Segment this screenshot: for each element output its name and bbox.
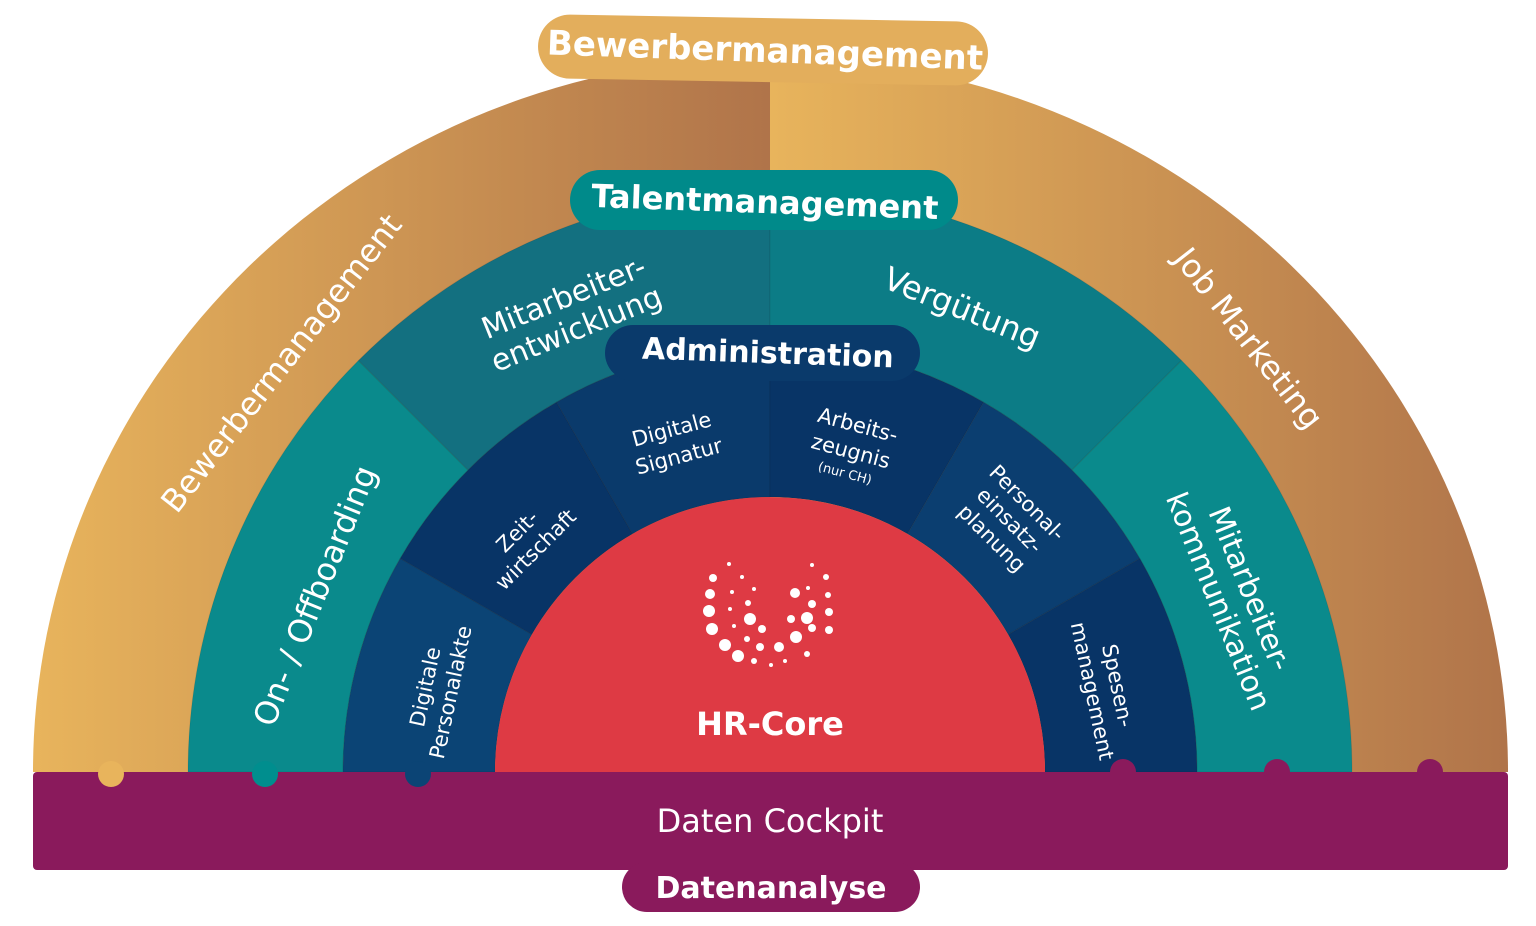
hr-core[interactable] <box>495 497 1045 772</box>
logo-dot <box>744 613 756 625</box>
logo-dot <box>744 636 750 642</box>
logo-dot <box>752 587 756 591</box>
logo-dot <box>825 608 833 616</box>
logo-dot <box>728 607 732 611</box>
datenanalyse-label: Datenanalyse <box>655 871 886 906</box>
bewerbermanagement-pill[interactable] <box>537 14 988 86</box>
logo-dot <box>732 650 744 662</box>
logo-dot <box>706 623 718 635</box>
logo-dot <box>790 588 800 598</box>
inner-segment-spesenmanagement[interactable] <box>1007 557 1198 773</box>
logo-dot <box>769 663 773 667</box>
logo-dot <box>808 624 816 632</box>
logo-dot <box>751 658 757 664</box>
logo-dot <box>758 625 766 633</box>
logo-dot <box>783 659 787 663</box>
administration-pill[interactable] <box>605 325 920 381</box>
logo-dot <box>727 562 731 566</box>
logo-dot <box>719 639 731 651</box>
logo-dot <box>705 589 715 599</box>
logo-dot <box>825 592 831 598</box>
logo-dot <box>801 612 813 624</box>
inner-segment-personaleinsatzplanung[interactable] <box>906 401 1141 636</box>
datenanalyse-pill[interactable] <box>622 862 920 912</box>
logo-dot <box>808 600 816 608</box>
logo-dot <box>823 574 829 580</box>
logo-dot <box>810 563 814 567</box>
logo-dot <box>756 643 764 651</box>
logo-dot <box>774 642 784 652</box>
daten-cockpit-label: Daten Cockpit <box>657 802 884 840</box>
logo-dot <box>745 600 751 606</box>
daten-cockpit-bar[interactable] <box>33 772 1508 870</box>
logo-dot <box>732 624 736 628</box>
logo-dot <box>787 615 795 623</box>
logo-dot <box>790 631 802 643</box>
logo-dot <box>804 651 810 657</box>
inner-segment-zeitwirtschaft[interactable] <box>399 401 634 636</box>
logo-dot <box>730 590 734 594</box>
logo-dot <box>703 605 715 617</box>
hr-core-label: HR-Core <box>696 705 844 743</box>
logo-dot <box>825 626 833 634</box>
talentmanagement-pill[interactable] <box>570 170 958 230</box>
logo-dot <box>806 586 810 590</box>
hr-core-logo <box>703 562 833 667</box>
logo-dot <box>740 575 744 579</box>
logo-dot <box>709 574 717 582</box>
